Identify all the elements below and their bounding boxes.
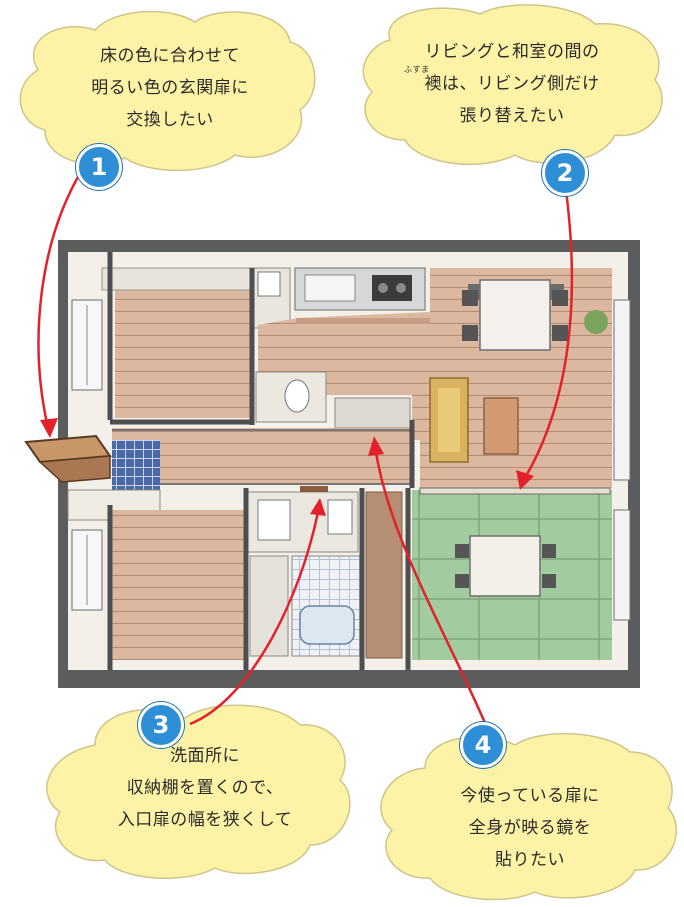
badge-4: 4 xyxy=(460,722,506,768)
note-2-text: リビングと和室の間の ふすま 襖は、リビング側だけ 張り替えたい xyxy=(392,36,632,132)
arrow-4 xyxy=(374,451,490,731)
dining-table xyxy=(479,279,551,351)
arrow-3-head xyxy=(310,498,326,516)
fusuma xyxy=(419,487,611,495)
note-3-line-2: 収納棚を置くので、 xyxy=(126,778,284,798)
speech-bubble-2 xyxy=(362,4,663,165)
badge-3: 3 xyxy=(138,702,184,748)
washing-machine-icon xyxy=(327,499,353,535)
floor-plan xyxy=(24,240,640,688)
coffee-table xyxy=(483,397,519,455)
washroom-door xyxy=(300,486,328,492)
bathtub-icon xyxy=(299,605,355,645)
arrow-2 xyxy=(524,189,574,477)
note-2-line-2-wrap: ふすま 襖は、リビング側だけ xyxy=(392,65,632,100)
hall-closet xyxy=(365,491,403,659)
speech-bubble-3 xyxy=(46,704,351,880)
window xyxy=(613,509,631,621)
note-2-line-1: リビングと和室の間の xyxy=(424,42,600,62)
window xyxy=(613,299,631,481)
note-1-line-1: 床の色に合わせて xyxy=(100,46,240,66)
entrance-tile xyxy=(112,440,160,490)
note-3-text: 洗面所に 収納棚を置くので、 入口扉の幅を狭くして xyxy=(90,740,320,836)
arrow-1-head xyxy=(40,418,58,438)
sink-icon xyxy=(304,274,356,302)
arrow-1 xyxy=(37,169,84,429)
bedroom-bottom-floor xyxy=(112,510,244,660)
toilet-tank xyxy=(257,271,281,297)
note-1-line-2: 明るい色の玄関扉に xyxy=(91,78,249,98)
speech-bubble-4 xyxy=(380,732,678,901)
note-3-line-3: 入口扉の幅を狭くして xyxy=(117,810,293,830)
note-4-line-2: 全身が映る鏡を xyxy=(468,818,592,838)
bedroom-top-floor xyxy=(115,290,250,418)
note-2-ruby: ふすま xyxy=(404,65,430,74)
arrow-2-head xyxy=(516,470,534,490)
badge-2: 2 xyxy=(542,150,588,196)
wash-basin-icon xyxy=(257,499,291,541)
note-1-text: 床の色に合わせて 明るい色の玄関扉に 交換したい xyxy=(60,40,280,136)
plant-icon xyxy=(584,310,608,334)
corridor-floor xyxy=(112,428,412,484)
note-3-line-1: 洗面所に xyxy=(170,746,240,766)
note-4-text: 今使っている扉に 全身が映る鏡を 貼りたい xyxy=(420,780,640,876)
note-1-line-3: 交換したい xyxy=(126,110,214,130)
low-table xyxy=(469,535,541,597)
speech-bubble-1 xyxy=(19,10,316,172)
toilet-icon xyxy=(284,379,310,413)
note-4-line-3: 貼りたい xyxy=(495,850,565,870)
note-2-line-2: 襖は、リビング側だけ xyxy=(424,74,600,94)
arrow-4-head xyxy=(368,436,384,456)
arrow-3 xyxy=(189,511,320,726)
note-2-line-3: 張り替えたい xyxy=(459,106,565,126)
note-4-line-1: 今使っている扉に xyxy=(460,786,600,806)
badge-1: 1 xyxy=(76,144,122,190)
